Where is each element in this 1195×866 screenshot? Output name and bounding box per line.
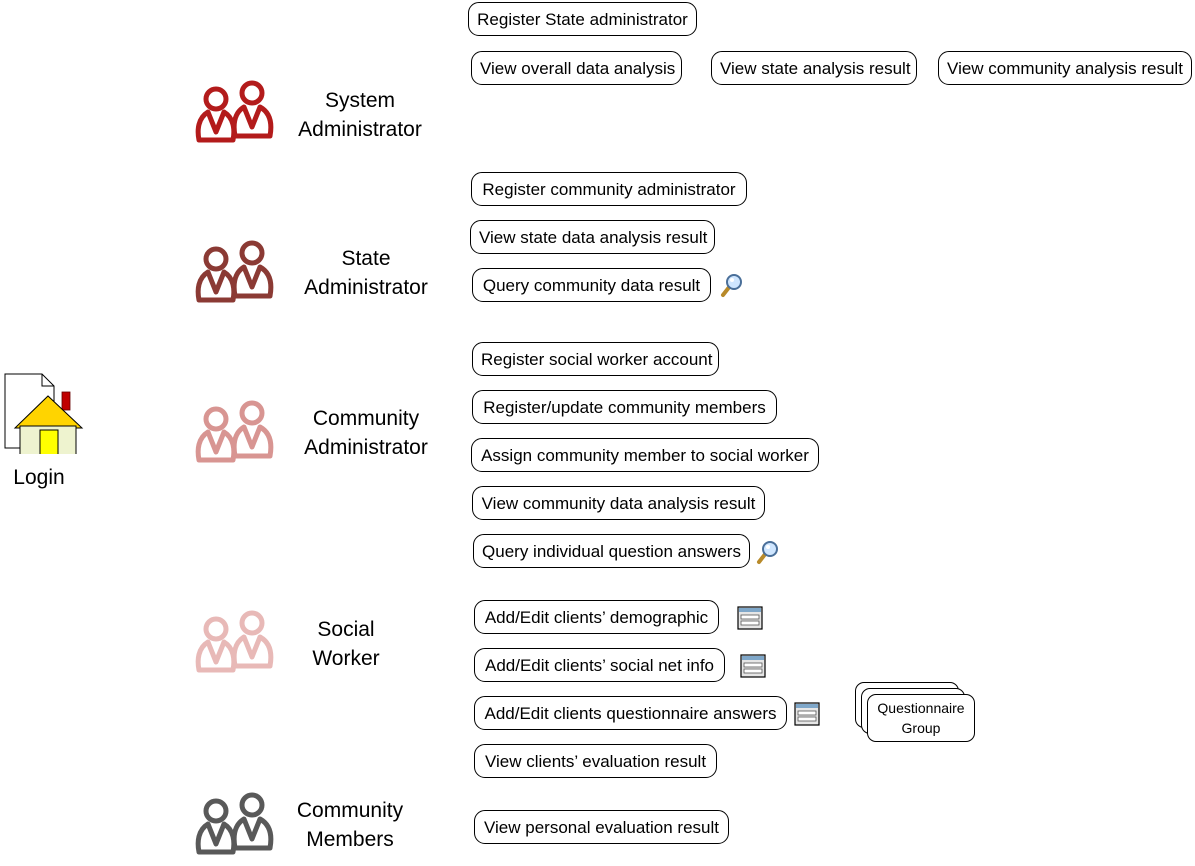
form-icon[interactable] [740, 654, 766, 678]
role-label-line: Administrator [298, 118, 422, 141]
state-administrator-users-icon [195, 240, 274, 303]
role-label-line: Community [312, 407, 420, 430]
community-administrator-users-icon [195, 400, 274, 463]
magnifier-icon[interactable] [756, 539, 780, 565]
form-icon[interactable] [794, 702, 820, 726]
social-worker-users-icon [195, 610, 274, 673]
login-label: Login [13, 466, 65, 489]
view-clients-evaluation-result-button[interactable]: View clients’ evaluation result [474, 744, 717, 778]
system-administrator-users-icon [195, 80, 274, 143]
role-label-line: Members [306, 828, 394, 851]
query-community-data-result-button[interactable]: Query community data result [472, 268, 711, 302]
role-label-line: Administrator [304, 436, 428, 459]
role-label-line: Worker [312, 647, 380, 670]
add-edit-clients-social-net-info-button[interactable]: Add/Edit clients’ social net info [474, 648, 725, 682]
magnifier-icon[interactable] [720, 272, 744, 298]
add-edit-clients-questionnaire-answers-button[interactable]: Add/Edit clients questionnaire answers [474, 696, 787, 730]
questionnaire-group[interactable]: Questionnaire Group [855, 682, 975, 744]
register-social-worker-account-button[interactable]: Register social worker account [472, 342, 719, 376]
query-individual-question-answers-button[interactable]: Query individual question answers [473, 534, 750, 568]
role-label-line: Community [296, 799, 404, 822]
add-edit-clients-demographic-button[interactable]: Add/Edit clients’ demographic [474, 600, 719, 634]
questionnaire-group-label: Questionnaire Group [867, 694, 975, 742]
view-state-analysis-result-button[interactable]: View state analysis result [711, 51, 917, 85]
register-state-administrator-button[interactable]: Register State administrator [468, 2, 697, 36]
view-personal-evaluation-result-button[interactable]: View personal evaluation result [474, 810, 729, 844]
view-community-data-analysis-result-button[interactable]: View community data analysis result [472, 486, 765, 520]
register-update-community-members-button[interactable]: Register/update community members [472, 390, 777, 424]
role-label-line: System [324, 89, 395, 112]
role-label-line: Administrator [304, 276, 428, 299]
form-icon[interactable] [737, 606, 763, 630]
register-community-administrator-button[interactable]: Register community administrator [471, 172, 747, 206]
role-label-line: Social [317, 618, 375, 641]
home-document-icon [4, 373, 84, 454]
assign-community-member-button[interactable]: Assign community member to social worker [471, 438, 819, 472]
community-members-users-icon [195, 792, 274, 855]
view-overall-data-analysis-button[interactable]: View overall data analysis [471, 51, 682, 85]
view-community-analysis-result-button[interactable]: View community analysis result [938, 51, 1192, 85]
view-state-data-analysis-result-button[interactable]: View state data analysis result [470, 220, 715, 254]
role-label-line: State [341, 247, 391, 270]
